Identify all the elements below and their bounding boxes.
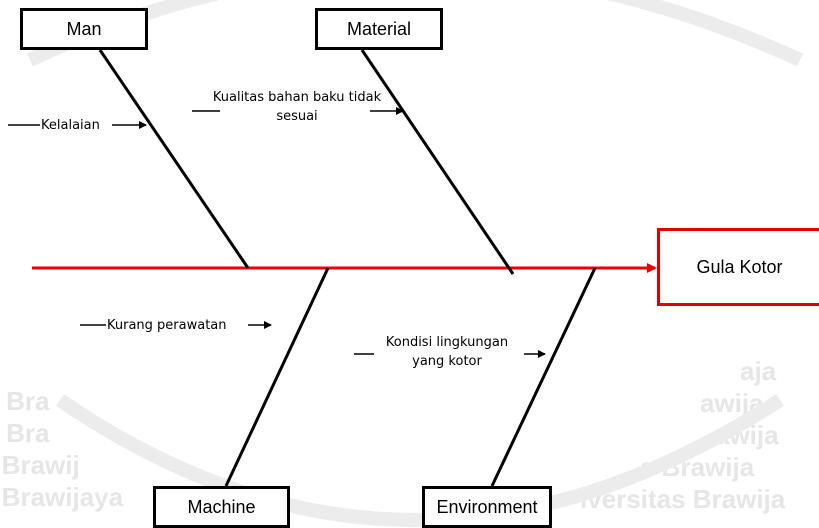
category-man-box: Man <box>20 8 148 50</box>
category-man-label: Man <box>66 19 101 40</box>
category-environment-box: Environment <box>422 486 552 528</box>
category-material-label: Material <box>347 19 411 40</box>
bone-material <box>362 50 513 274</box>
bone-machine <box>226 268 328 486</box>
category-machine-label: Machine <box>187 497 255 518</box>
effect-label: Gula Kotor <box>696 257 782 278</box>
category-machine-box: Machine <box>153 486 290 528</box>
cause-label-kualitas-text: Kualitas bahan baku tidak sesuai <box>213 90 381 124</box>
category-environment-label: Environment <box>436 497 537 518</box>
cause-label-kondisi-text: Kondisi lingkungan yang kotor <box>386 335 508 369</box>
category-material-box: Material <box>315 8 443 50</box>
bone-man <box>100 50 248 268</box>
cause-label-kurang: Kurang perawatan <box>107 316 227 335</box>
cause-label-kualitas: Kualitas bahan baku tidak sesuai <box>212 88 382 126</box>
cause-label-kelalaian: Kelalaian <box>41 116 100 135</box>
effect-box: Gula Kotor <box>657 228 819 306</box>
bone-environment <box>492 268 595 486</box>
cause-label-kondisi: Kondisi lingkungan yang kotor <box>372 333 522 371</box>
